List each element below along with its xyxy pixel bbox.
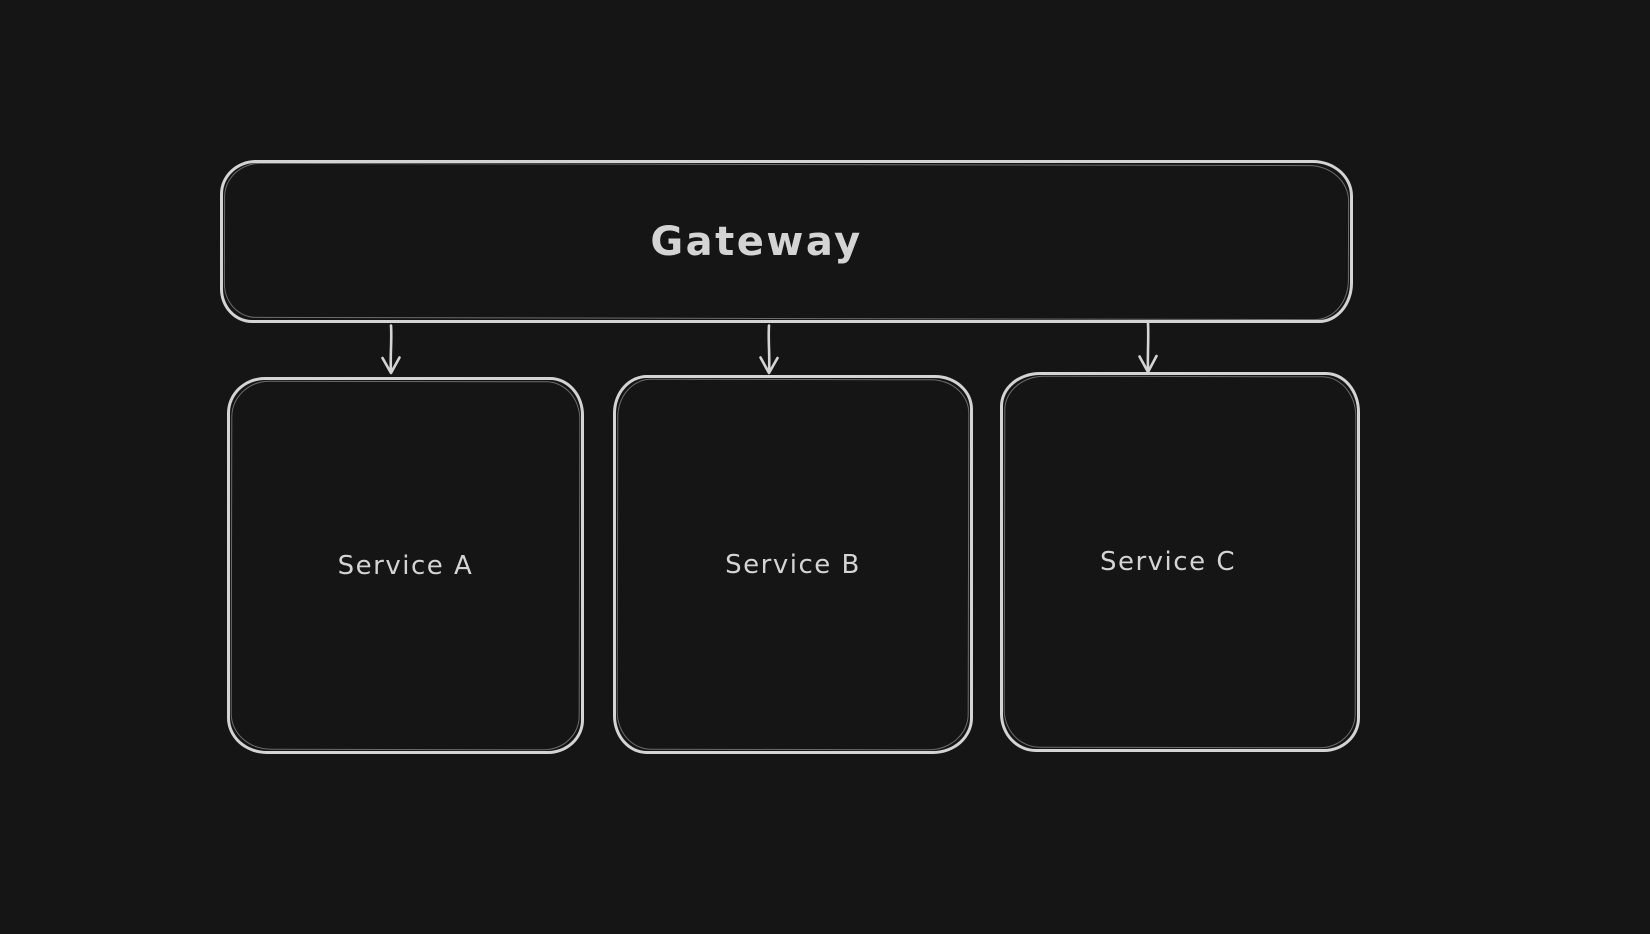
arrow-head [381,356,401,375]
node-service-b-label: Service B [725,549,861,580]
node-service-a[interactable]: Service A [227,377,584,754]
arrow-head [759,356,779,375]
node-service-c-label: Service C [1099,547,1236,577]
node-service-c[interactable]: Service C [1000,372,1360,752]
arrow-gateway-to-service-c[interactable] [1134,322,1162,376]
arrow-shaft [767,324,771,374]
node-gateway[interactable]: Gateway [220,160,1353,323]
node-service-b[interactable]: Service B [613,375,973,754]
node-gateway-label: Gateway [650,218,863,265]
arrow-shaft [389,324,393,374]
arrow-gateway-to-service-a[interactable] [377,324,405,378]
arrow-gateway-to-service-b[interactable] [755,324,783,378]
node-service-a-label: Service A [337,550,474,581]
